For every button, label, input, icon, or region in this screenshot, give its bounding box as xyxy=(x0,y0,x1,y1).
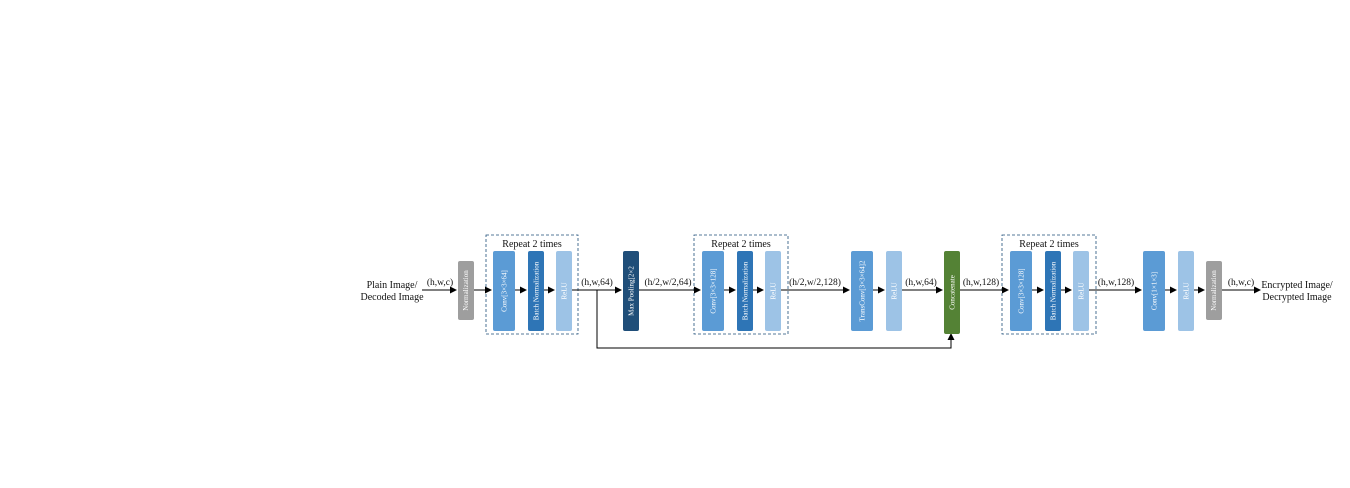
block-conv-4: Conv[1×1×3] xyxy=(1143,251,1165,331)
block-batchnorm-2-label: Batch Normalization xyxy=(742,261,750,320)
block-relu-1-label: ReLU xyxy=(561,282,569,299)
block-relu-2-label: ReLU xyxy=(770,282,778,299)
block-conv-3: Conv[3×3×128] xyxy=(1010,251,1032,331)
block-maxpool: Max Pooling[2×2 xyxy=(623,251,639,331)
block-batchnorm-1-label: Batch Normalization xyxy=(533,261,541,320)
repeat-label-1: Repeat 2 times xyxy=(502,239,562,250)
dim-label-6: (h,w,128) xyxy=(963,277,999,288)
output-label-line2: Decrypted Image xyxy=(1262,292,1332,303)
block-relu-1: ReLU xyxy=(556,251,572,331)
block-relu-4-label: ReLU xyxy=(1078,282,1086,299)
block-relu-4: ReLU xyxy=(1073,251,1089,331)
block-batchnorm-3-label: Batch Normalization xyxy=(1050,261,1058,320)
block-conv-4-label: Conv[1×1×3] xyxy=(1151,272,1159,310)
dim-label-8: (h,w,c) xyxy=(1228,277,1254,288)
block-normalization-out-label: Normalization xyxy=(1210,270,1218,311)
block-transconv: TransConv[3×3×64]2 xyxy=(851,251,873,331)
block-relu-3: ReLU xyxy=(886,251,902,331)
block-batchnorm-3: Batch Normalization xyxy=(1045,251,1061,331)
block-normalization-in-label: Normalization xyxy=(462,270,470,311)
repeat-label-2: Repeat 2 times xyxy=(711,239,771,250)
repeat-label-3: Repeat 2 times xyxy=(1019,239,1079,250)
input-label-line1: Plain Image/ xyxy=(367,280,418,291)
block-concatenate-label: Concatenate xyxy=(949,275,957,310)
connections xyxy=(422,286,1261,349)
dim-label-5: (h,w,64) xyxy=(905,277,937,288)
block-batchnorm-2: Batch Normalization xyxy=(737,251,753,331)
input-label-line2: Decoded Image xyxy=(360,292,424,303)
block-relu-2: ReLU xyxy=(765,251,781,331)
block-relu-5: ReLU xyxy=(1178,251,1194,331)
output-label-line1: Encrypted Image/ xyxy=(1261,280,1333,291)
dim-label-2: (h,w,64) xyxy=(581,277,613,288)
block-normalization-out: Normalization xyxy=(1206,261,1222,320)
block-batchnorm-1: Batch Normalization xyxy=(528,251,544,331)
repeat-group-1: Repeat 2 times xyxy=(485,234,579,335)
repeat-group-2: Repeat 2 times xyxy=(693,234,789,335)
block-transconv-label: TransConv[3×3×64]2 xyxy=(859,260,867,321)
block-relu-3-label: ReLU xyxy=(891,282,899,299)
block-conv-2: Conv[3×3×128] xyxy=(702,251,724,331)
dim-label-7: (h,w,128) xyxy=(1098,277,1134,288)
dim-label-1: (h,w,c) xyxy=(427,277,453,288)
block-concatenate: Concatenate xyxy=(944,251,960,334)
block-relu-5-label: ReLU xyxy=(1183,282,1191,299)
block-normalization-in: Normalization xyxy=(458,261,474,320)
repeat-group-3: Repeat 2 times xyxy=(1001,234,1097,335)
dim-label-3: (h/2,w/2,64) xyxy=(645,277,692,288)
block-conv-1: Conv[3×3×64] xyxy=(493,251,515,331)
block-conv-1-label: Conv[3×3×64] xyxy=(501,270,509,312)
dim-label-4: (h/2,w/2,128) xyxy=(789,277,841,288)
block-conv-3-label: Conv[3×3×128] xyxy=(1018,268,1026,313)
block-conv-2-label: Conv[3×3×128] xyxy=(710,268,718,313)
block-maxpool-label: Max Pooling[2×2 xyxy=(628,266,636,316)
